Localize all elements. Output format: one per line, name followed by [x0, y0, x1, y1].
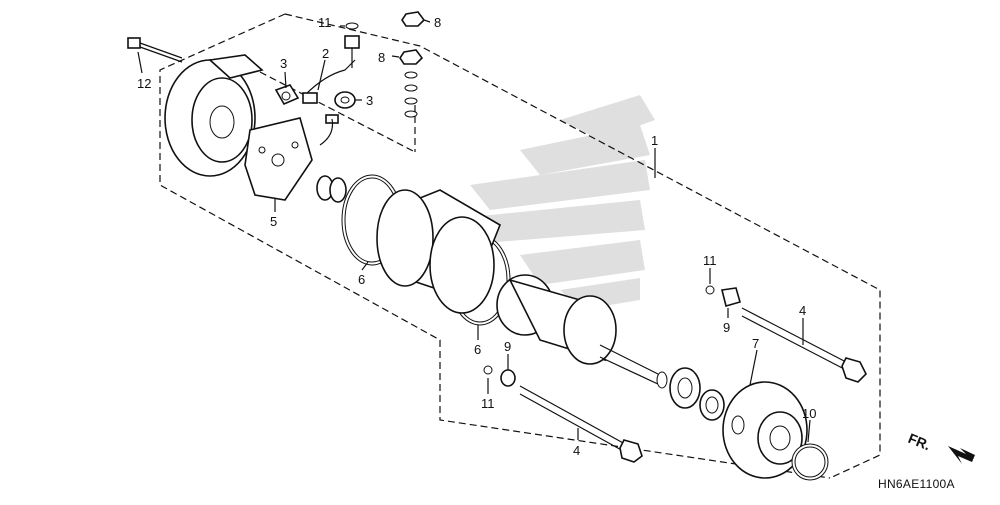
- part-11-washer-lower: [483, 365, 493, 375]
- callout-6-rear: 6: [358, 272, 365, 287]
- front-bearing: [669, 367, 701, 409]
- callout-11-top: 11: [318, 15, 332, 30]
- callout-12: 12: [137, 76, 151, 91]
- part-2-terminal: [302, 35, 360, 146]
- washer-stack: [404, 71, 418, 118]
- part-9-washer-upper: [721, 287, 741, 307]
- rear-cover: [164, 54, 264, 177]
- callout-3-left: 3: [280, 56, 287, 71]
- part-11-washer-top: [345, 22, 359, 30]
- direction-arrow-icon: [948, 446, 975, 464]
- callout-4-upper: 4: [799, 303, 806, 318]
- armature: [496, 274, 668, 389]
- yoke-housing: [376, 189, 501, 314]
- callouts: 12 11 8 2 8 3 3 5 6 6 1 11 9 4 7 10 9 11…: [137, 15, 816, 458]
- part-12-bolt: [127, 37, 183, 63]
- part-10-o-ring: [791, 443, 829, 481]
- callout-7: 7: [752, 336, 759, 351]
- callout-1: 1: [651, 133, 658, 148]
- part-3-brush-a: [274, 84, 300, 106]
- part-7-front-cover: [722, 381, 808, 479]
- shim-pair: [316, 175, 347, 203]
- callout-5: 5: [270, 214, 277, 229]
- callout-6-front: 6: [474, 342, 481, 357]
- callout-10: 10: [802, 406, 816, 421]
- reference-code: HN6AE1100A: [878, 477, 955, 491]
- part-4-bolt-lower: [519, 385, 643, 463]
- part-8-nut-lower: [399, 49, 424, 65]
- part-5-brush-plate: [244, 117, 313, 201]
- part-4-bolt-upper: [741, 307, 867, 383]
- part-8-nut-top: [401, 11, 426, 27]
- oil-seal: [699, 389, 725, 421]
- callout-9-right: 9: [723, 320, 730, 335]
- callout-9-left: 9: [504, 339, 511, 354]
- part-11-washer-upper: [705, 285, 715, 295]
- part-3-brush-b: [334, 91, 356, 109]
- part-9-washer-lower: [500, 369, 516, 387]
- callout-11-right: 11: [703, 253, 717, 268]
- callout-4-lower: 4: [573, 443, 580, 458]
- callout-8-top: 8: [434, 15, 441, 30]
- callout-11-bottom: 11: [481, 396, 495, 411]
- assembly-boundary: [159, 13, 881, 479]
- callout-3-right: 3: [366, 93, 373, 108]
- leader-lines: [137, 19, 811, 443]
- callout-8-lower: 8: [378, 50, 385, 65]
- callout-2: 2: [322, 46, 329, 61]
